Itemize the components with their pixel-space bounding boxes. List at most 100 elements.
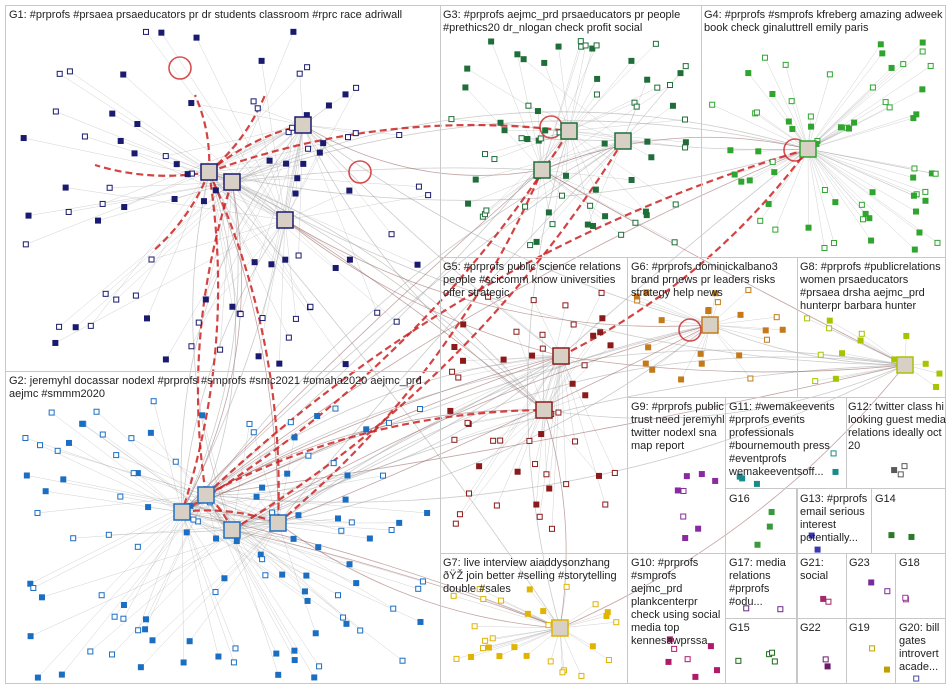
node-marker[interactable] (611, 469, 618, 476)
node-marker[interactable] (824, 663, 831, 670)
node-marker[interactable] (910, 174, 917, 181)
node-marker[interactable] (593, 91, 600, 98)
node-marker[interactable] (451, 436, 458, 443)
node-marker[interactable] (665, 658, 672, 665)
node-marker[interactable] (681, 116, 688, 123)
node-marker[interactable] (822, 656, 829, 663)
node-marker[interactable] (342, 91, 349, 98)
node-marker[interactable] (453, 655, 460, 662)
node-marker[interactable] (877, 41, 884, 48)
node-marker[interactable] (314, 413, 321, 420)
node-marker[interactable] (768, 509, 775, 516)
node-marker[interactable] (471, 623, 478, 630)
node-marker[interactable] (396, 132, 403, 139)
node-marker[interactable] (674, 487, 681, 494)
node-marker[interactable] (911, 246, 918, 253)
node-marker[interactable] (342, 361, 349, 368)
node-marker[interactable] (344, 472, 351, 479)
node-marker[interactable] (705, 306, 712, 313)
node-marker[interactable] (869, 84, 876, 91)
node-marker[interactable] (195, 319, 202, 326)
node-marker[interactable] (821, 244, 828, 251)
node-marker[interactable] (38, 594, 45, 601)
node-marker[interactable] (903, 332, 910, 339)
node-marker[interactable] (680, 513, 687, 520)
hub-avatar[interactable] (223, 173, 241, 191)
node-marker[interactable] (202, 296, 209, 303)
node-marker[interactable] (883, 666, 890, 673)
node-marker[interactable] (771, 169, 778, 176)
node-marker[interactable] (593, 42, 600, 49)
node-marker[interactable] (633, 103, 640, 110)
node-marker[interactable] (497, 119, 504, 126)
node-marker[interactable] (916, 229, 923, 236)
node-marker[interactable] (345, 134, 352, 141)
node-marker[interactable] (142, 626, 149, 633)
node-marker[interactable] (188, 343, 195, 350)
node-marker[interactable] (500, 356, 507, 363)
node-marker[interactable] (772, 226, 779, 233)
node-marker[interactable] (577, 38, 584, 45)
node-marker[interactable] (113, 452, 120, 459)
node-marker[interactable] (34, 674, 41, 681)
node-marker[interactable] (526, 437, 533, 444)
node-marker[interactable] (680, 487, 687, 494)
node-marker[interactable] (304, 64, 311, 71)
node-marker[interactable] (460, 321, 467, 328)
node-marker[interactable] (913, 675, 920, 682)
node-marker[interactable] (547, 658, 554, 665)
node-marker[interactable] (58, 671, 65, 678)
node-marker[interactable] (300, 160, 307, 167)
node-marker[interactable] (388, 231, 395, 238)
node-marker[interactable] (462, 84, 469, 91)
hub-avatar[interactable] (269, 514, 287, 532)
node-marker[interactable] (285, 129, 292, 136)
node-marker[interactable] (613, 619, 620, 626)
node-marker[interactable] (109, 110, 116, 117)
node-marker[interactable] (765, 200, 772, 207)
node-marker[interactable] (596, 472, 603, 479)
node-marker[interactable] (22, 435, 29, 442)
node-marker[interactable] (199, 412, 206, 419)
node-marker[interactable] (172, 458, 179, 465)
node-marker[interactable] (213, 535, 220, 542)
node-marker[interactable] (399, 657, 406, 664)
node-marker[interactable] (258, 57, 265, 64)
node-marker[interactable] (482, 637, 489, 644)
node-marker[interactable] (162, 153, 169, 160)
node-marker[interactable] (762, 327, 769, 334)
node-marker[interactable] (388, 526, 395, 533)
node-marker[interactable] (832, 468, 839, 475)
node-marker[interactable] (522, 203, 529, 210)
node-marker[interactable] (142, 28, 149, 35)
node-marker[interactable] (343, 620, 350, 627)
node-marker[interactable] (604, 609, 611, 616)
node-marker[interactable] (131, 150, 138, 157)
node-marker[interactable] (682, 144, 689, 151)
node-marker[interactable] (858, 201, 865, 208)
node-marker[interactable] (290, 28, 297, 35)
node-marker[interactable] (832, 199, 839, 206)
node-marker[interactable] (99, 431, 106, 438)
node-marker[interactable] (307, 303, 314, 310)
node-marker[interactable] (602, 213, 609, 220)
node-marker[interactable] (826, 71, 833, 78)
node-marker[interactable] (424, 509, 431, 516)
node-marker[interactable] (695, 525, 702, 532)
node-marker[interactable] (352, 130, 359, 137)
node-marker[interactable] (491, 156, 498, 163)
node-marker[interactable] (65, 439, 72, 446)
node-marker[interactable] (98, 592, 105, 599)
node-marker[interactable] (142, 616, 149, 623)
node-marker[interactable] (145, 504, 152, 511)
node-marker[interactable] (320, 140, 327, 147)
hub-avatar[interactable] (535, 401, 553, 419)
node-marker[interactable] (304, 597, 311, 604)
node-marker[interactable] (763, 336, 770, 343)
node-marker[interactable] (87, 322, 94, 329)
node-marker[interactable] (254, 105, 261, 112)
node-marker[interactable] (340, 614, 347, 621)
node-marker[interactable] (891, 467, 898, 474)
node-marker[interactable] (789, 125, 796, 132)
node-marker[interactable] (20, 135, 27, 142)
